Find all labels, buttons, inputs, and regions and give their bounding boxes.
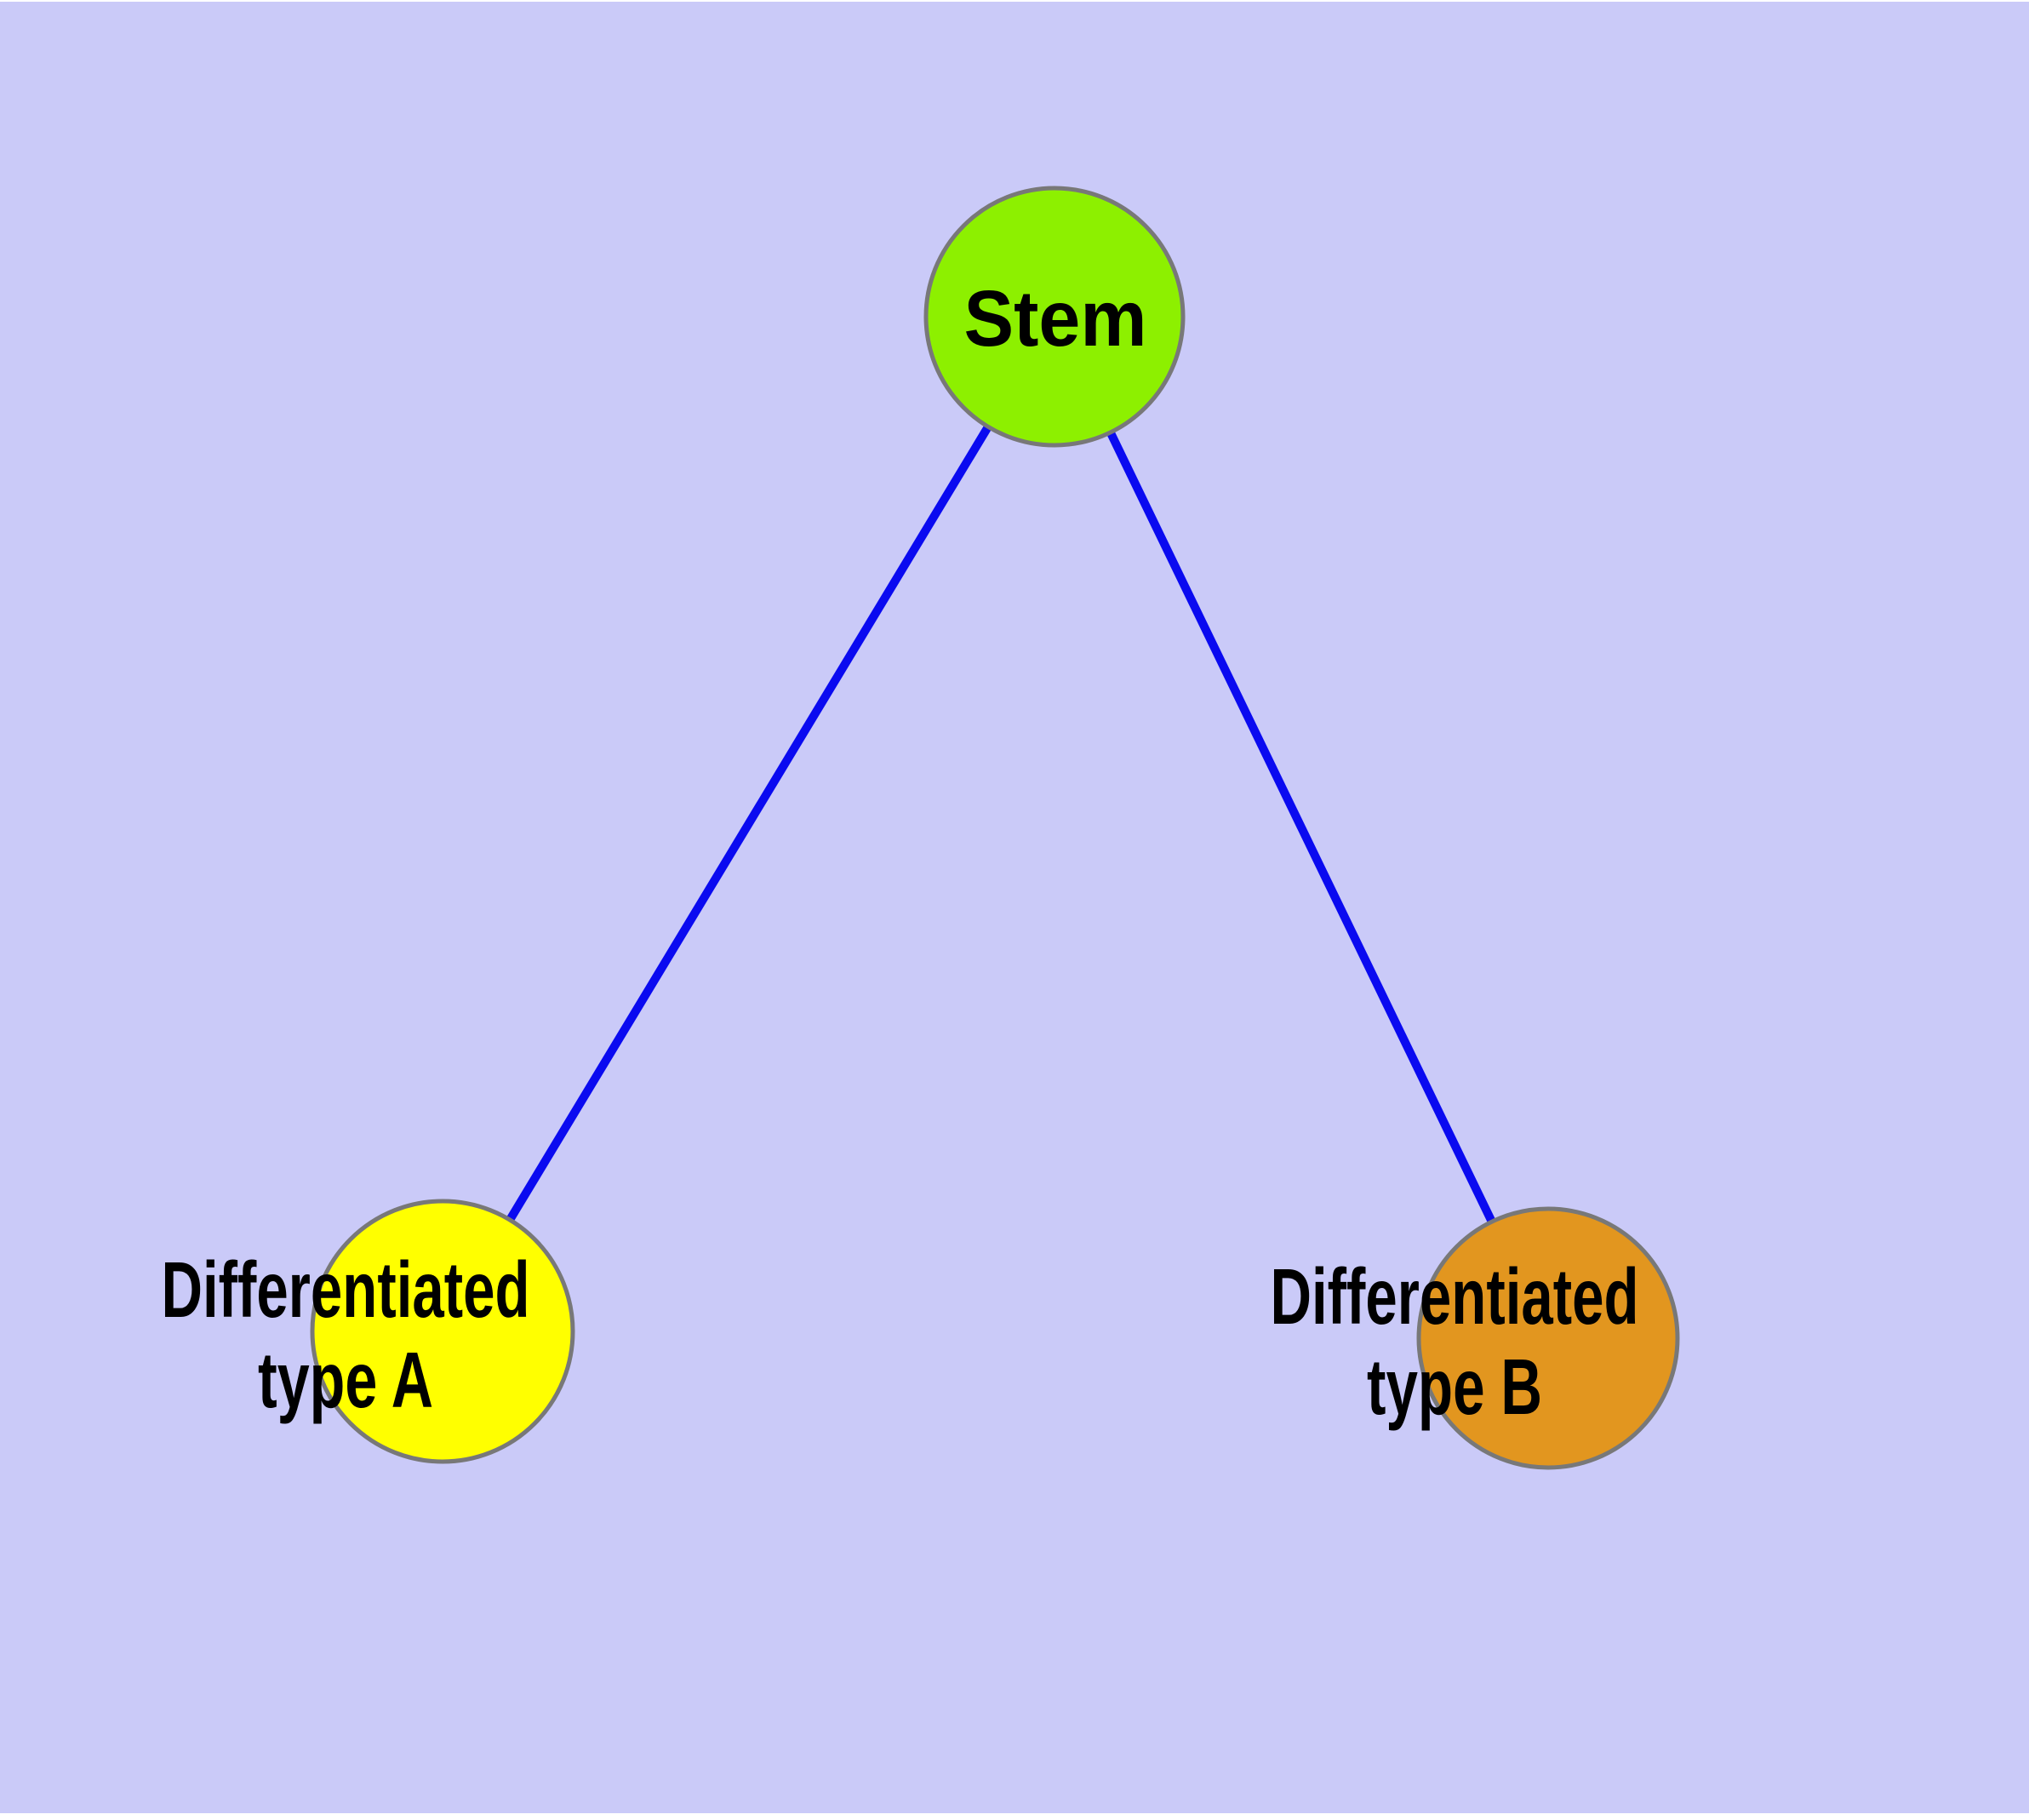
node-type-b-label-line1: Differentiated bbox=[1271, 1252, 1639, 1341]
node-differentiated-type-a bbox=[310, 1199, 575, 1464]
node-differentiated-type-b bbox=[1416, 1206, 1680, 1470]
node-type-a-label-line1: Differentiated bbox=[162, 1245, 530, 1334]
edge-stem-to-type-b bbox=[1050, 314, 1552, 1341]
node-type-b-label-line2: type B bbox=[1367, 1342, 1542, 1431]
node-stem-label: Stem bbox=[964, 274, 1147, 363]
node-type-a-label-line2: type A bbox=[258, 1336, 433, 1424]
edge-stem-to-type-a bbox=[438, 314, 1059, 1334]
node-stem bbox=[923, 186, 1186, 448]
